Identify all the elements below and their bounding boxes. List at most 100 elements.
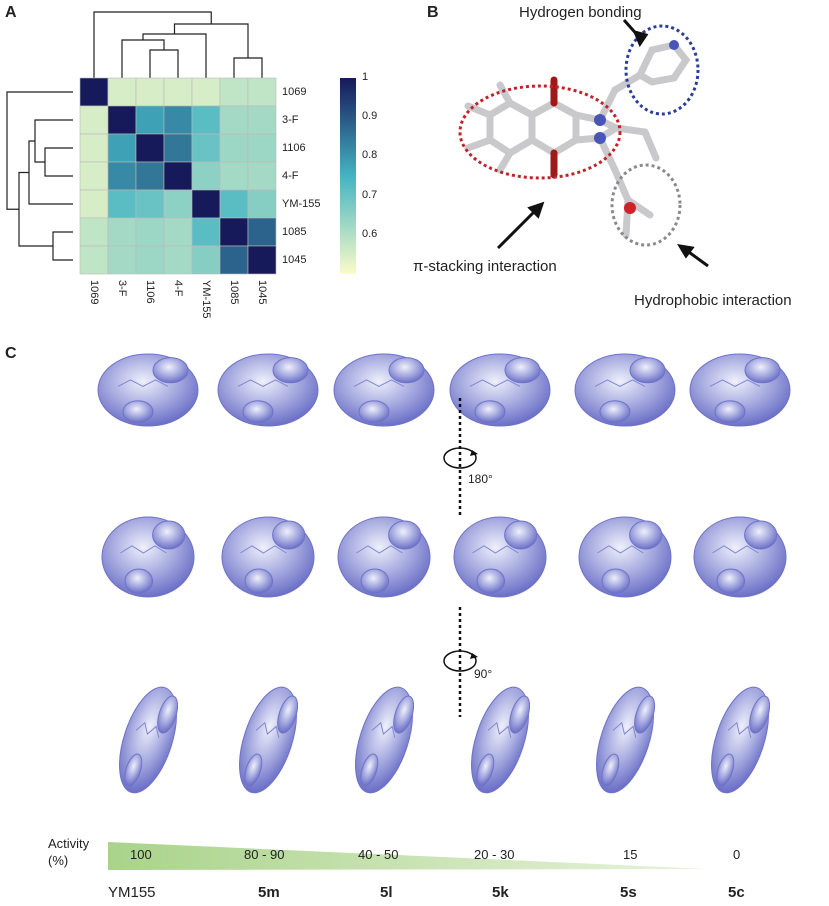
molecule-surface [217, 353, 319, 427]
heatmap-cell [135, 189, 165, 219]
heatmap-cell [163, 217, 193, 247]
dendrogram-branch [18, 171, 53, 247]
hydrophobic-ellipse [610, 163, 682, 247]
heatmap-cell [219, 189, 249, 219]
panel-label-a: A [5, 4, 17, 21]
heatmap-cell [135, 133, 165, 163]
molecule-surface [333, 353, 435, 427]
heatmap-row-label: 1106 [282, 142, 306, 154]
molecule-surface [119, 686, 179, 794]
heatmap-column-label: 1045 [256, 280, 268, 305]
heatmap-cell [107, 217, 137, 247]
heatmap-cell [219, 217, 249, 247]
heatmap-cell [79, 77, 109, 107]
heatmap-row-label: 1045 [282, 254, 307, 266]
heatmap-cell [163, 105, 193, 135]
heatmap-cell [247, 105, 277, 135]
heatmap-column-label: 1069 [88, 280, 100, 305]
activity-value: 20 - 30 [474, 847, 515, 862]
compound-name: 5m [258, 884, 280, 901]
heatmap-cell [107, 133, 137, 163]
row-dendrogram [6, 91, 73, 261]
molecule-surface [596, 686, 656, 794]
dendrogram-branch [121, 39, 165, 78]
rotation-180-label: 180° [468, 472, 493, 486]
heatmap-column-label: 1085 [228, 280, 240, 305]
heatmap-row-label: 1085 [282, 226, 307, 238]
heatmap-cell [247, 217, 277, 247]
activity-value: 15 [623, 847, 638, 862]
rotation-90-label: 90° [474, 667, 493, 681]
heatmap-cell [247, 161, 277, 191]
dendrogram-branch [149, 49, 179, 78]
dendrogram-branch [173, 23, 249, 58]
dendrogram-branch [34, 119, 73, 163]
molecule-surface [578, 516, 672, 598]
molecule-surface [239, 686, 299, 794]
heatmap-cell [79, 161, 109, 191]
panel-label-c: C [5, 345, 17, 362]
heatmap-column-label: 4-F [172, 280, 184, 297]
activity-wedge [108, 842, 708, 870]
hydrophobic-interaction-label: Hydrophobic interaction [634, 292, 792, 309]
molecular-surfaces [97, 353, 791, 794]
dendrogram-branch [44, 147, 73, 177]
heatmap-column-label: 3-F [116, 280, 128, 297]
molecule-surface [689, 353, 791, 427]
heatmap-cell [191, 105, 221, 135]
heatmap-cell [219, 77, 249, 107]
molecule-surface [337, 516, 431, 598]
column-dendrogram [93, 11, 263, 78]
activity-label: Activity [48, 836, 90, 851]
colorbar [340, 78, 356, 274]
compound-name: 5k [492, 884, 509, 901]
molecule-surface [101, 516, 195, 598]
aromatic-rings [464, 81, 580, 174]
activity-value: 0 [733, 847, 741, 862]
heatmap-cell [219, 105, 249, 135]
heatmap-cell [191, 245, 221, 275]
colorbar-gradient [340, 78, 356, 274]
pi-stacking-ellipse [458, 84, 622, 180]
dendrogram-branch [93, 11, 212, 78]
heatmap-cell [79, 133, 109, 163]
activity-value: 80 - 90 [244, 847, 285, 862]
heatmap-cell [191, 77, 221, 107]
hydrogen-bonding-ellipse [624, 24, 700, 116]
heatmap-cell [135, 245, 165, 275]
colorbar-tick-label: 1 [362, 71, 369, 83]
heatmap-cell [191, 189, 221, 219]
molecule-surface [449, 353, 551, 427]
compound-name: 5l [380, 884, 393, 901]
pi-stacking-label: π-stacking interaction [413, 258, 557, 275]
molecule-surface [471, 686, 531, 794]
heatmap-cell [135, 77, 165, 107]
colorbar-tick-label: 0.6 [362, 227, 378, 240]
heatmap-cell [247, 189, 277, 219]
dendrogram-branch [52, 231, 73, 261]
oxygen-atom [624, 202, 636, 214]
molecule-surface [355, 686, 415, 794]
dendrogram-branch [233, 57, 263, 78]
molecule-surface [711, 686, 771, 794]
heatmap-cell [163, 245, 193, 275]
heatmap-cell [191, 217, 221, 247]
heatmap-row-label: YM-155 [282, 198, 321, 210]
colorbar-tick-label: 0.8 [362, 149, 378, 162]
molecule-surface [221, 516, 315, 598]
colorbar-tick-label: 0.9 [362, 110, 378, 123]
heatmap-row-label: 1069 [282, 86, 307, 98]
heatmap-cell [163, 77, 193, 107]
heatmap-cell [107, 161, 137, 191]
hydrogen-bonding-label: Hydrogen bonding [519, 4, 642, 21]
heatmap-cell [79, 217, 109, 247]
molecule-surface [453, 516, 547, 598]
heatmap-column-label: YM-155 [200, 280, 212, 319]
panel-label-b: B [427, 4, 439, 21]
heatmap-column-label: 1106 [144, 280, 156, 304]
activity-value: 40 - 50 [358, 847, 399, 862]
heatmap-cell [107, 105, 137, 135]
heatmap-row-label: 4-F [282, 170, 299, 182]
compound-name: 5c [728, 884, 745, 901]
heatmap-cell [191, 161, 221, 191]
